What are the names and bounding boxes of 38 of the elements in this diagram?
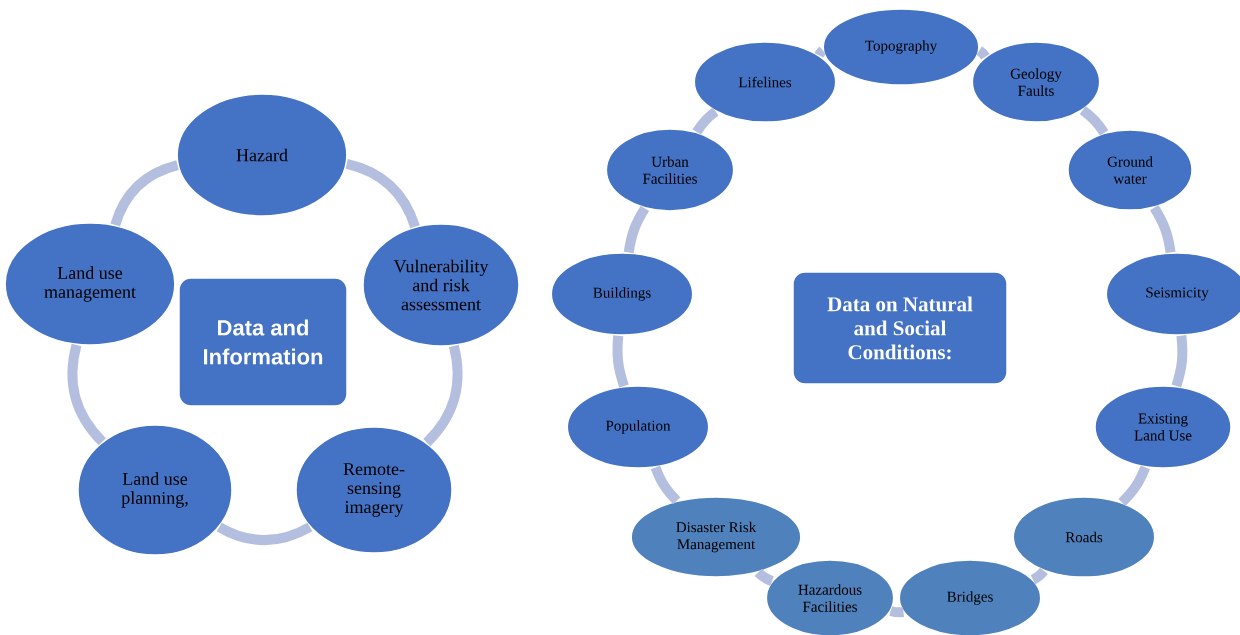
ellipse-node: Disaster Risk Management <box>630 496 802 578</box>
ellipse-node: Land use planning, <box>77 424 233 556</box>
connector-arc <box>1118 465 1150 506</box>
ellipse-node: Geology Faults <box>971 41 1101 123</box>
ellipse-node: Population <box>566 385 710 469</box>
connector-arc <box>67 343 106 446</box>
ellipse-node: Hazard <box>176 93 348 217</box>
connector-arc <box>1171 335 1188 388</box>
ellipse-node: Land use management <box>4 222 176 346</box>
connector-arc <box>814 46 827 58</box>
rounded-box: Data on Natural and Social Conditions: <box>792 271 1008 385</box>
connector-arc <box>1079 106 1109 136</box>
connector-arc <box>1149 205 1176 254</box>
ellipse-node: Ground water <box>1067 129 1193 211</box>
ellipse-node: Roads <box>1012 496 1156 578</box>
ellipse-node: Urban Facilities <box>605 128 735 212</box>
ellipse-node: Topography <box>822 8 980 86</box>
rounded-box: Data and Information <box>178 277 348 407</box>
connector-arc <box>345 159 420 229</box>
connector-arc <box>692 107 719 135</box>
ellipse-node: Hazardous Facilities <box>765 559 895 635</box>
ellipse-node: Lifelines <box>693 41 837 123</box>
connector-arc <box>216 522 313 546</box>
connector-arc <box>110 160 179 227</box>
connector-arc <box>650 465 681 505</box>
ellipse-node: Vulnerability and risk assessment <box>362 223 520 347</box>
connector-arc <box>612 335 629 388</box>
ellipse-node: Remote-sensing imagery <box>295 426 453 554</box>
ellipse-node: Seismicity <box>1105 252 1240 336</box>
ellipse-node: Existing Land Use <box>1094 385 1232 469</box>
connector-arc <box>889 606 904 618</box>
ellipse-node: Buildings <box>550 252 694 336</box>
connector-arc <box>754 568 774 586</box>
connector-arc <box>976 46 990 60</box>
connector-arc <box>623 205 650 254</box>
connector-arc <box>1030 567 1048 585</box>
connector-arc <box>423 344 463 447</box>
ellipse-node: Bridges <box>898 559 1042 635</box>
